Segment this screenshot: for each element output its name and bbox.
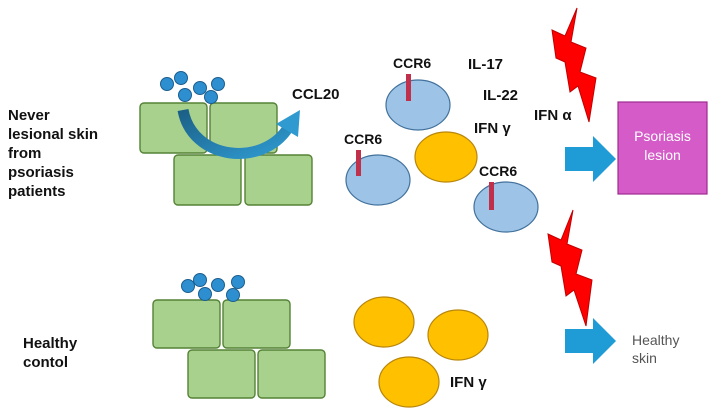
ccr6-label-left: CCR6 [344,131,383,147]
ccr6-cell-upper [385,74,451,131]
lesion-label-line: lesion [644,147,681,163]
epithelial-cell [222,299,291,349]
ccr6-cell-right [473,181,539,233]
row-label-line: Healthy [23,335,78,352]
chemokine-dot [193,81,207,95]
ifn-gamma-cell [353,296,415,348]
lightning-bolt-bottom [547,209,593,327]
psoriasis-lesion-box [617,101,708,195]
chemokine-dot [174,71,188,85]
chemokine-dot [160,77,174,91]
ifn-gamma-cell [427,309,489,361]
chemokine-dot [204,90,218,104]
il22-label: IL-22 [483,87,519,104]
row-label-line: lesional skin [8,126,99,143]
bottom-epithelium [152,299,326,399]
ccr6-cell-left [345,150,411,206]
ccr6-receptor [356,150,361,176]
ccr6-label-right: CCR6 [479,163,518,179]
chemokine-dot [211,77,225,91]
chemokine-dot [231,275,245,289]
ifn-alpha-label: IFN α [534,107,572,124]
row-label-never-lesional: Never lesional skin from psoriasis patie… [8,106,98,201]
row-label-line: Never [8,107,50,124]
ccr6-label-upper: CCR6 [393,55,432,71]
psoriasis-lesion-label: Psoriasis lesion [618,127,707,165]
chemokine-dot [198,287,212,301]
epithelial-cell [173,154,242,206]
ccr6-receptor [406,74,411,101]
ifn-gamma-cell [378,356,440,408]
healthy-skin-label: Healthy skin [632,331,679,367]
top-chemokine-dots [160,71,225,104]
lightning-bolt-top [551,7,597,123]
epithelial-cell [187,349,256,399]
row-label-line: contol [23,354,68,371]
ifn-gamma-cell-top [414,131,478,183]
epithelial-cell [152,299,221,349]
chemokine-dot [181,279,195,293]
chemokine-dot [178,88,192,102]
arrow-to-healthy [565,318,616,364]
ifn-gamma-label-bottom: IFN γ [450,374,487,391]
chemokine-dot [226,288,240,302]
il17-label: IL-17 [468,56,504,73]
row-label-line: from [8,145,42,162]
chemokine-dot [193,273,207,287]
row-label-line: psoriasis [8,164,74,181]
epithelial-cell [257,349,326,399]
ccl20-secretion-arrow [177,108,300,159]
epithelial-cell [244,154,313,206]
chemokine-dot [211,278,225,292]
ifn-gamma-label-top: IFN γ [474,120,511,137]
row-label-line: patients [8,183,66,200]
lesion-label-line: Psoriasis [634,128,691,144]
healthy-label-line: skin [632,350,657,366]
row-label-healthy-control: Healthy contol [23,334,77,372]
epithelial-cell [139,102,208,154]
bottom-chemokine-dots [181,273,245,302]
ccr6-receptor [489,182,494,210]
arrow-to-lesion [565,136,616,182]
ccl20-label: CCL20 [292,86,340,103]
healthy-label-line: Healthy [632,332,680,348]
top-epithelium [139,102,313,206]
